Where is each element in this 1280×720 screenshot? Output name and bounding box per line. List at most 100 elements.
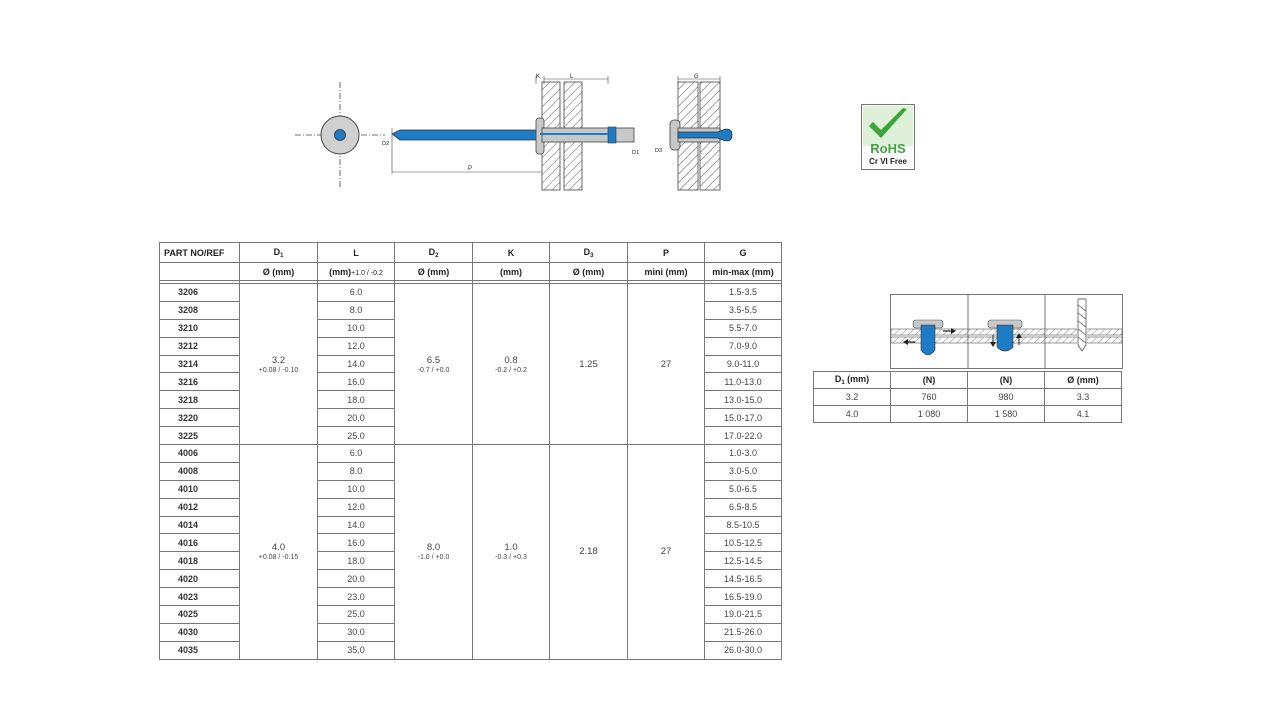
unit-d2: Ø (mm) xyxy=(394,262,473,281)
length-cell: 14.0 xyxy=(317,354,395,374)
grip-range-cell: 6.5-8.5 xyxy=(704,497,782,517)
shear-test-icon xyxy=(890,319,969,356)
table-row: 4012 12.0 6.5-8.5 xyxy=(159,497,782,517)
part-number-cell: 4008 xyxy=(159,461,240,481)
part-number-cell: 3210 xyxy=(159,318,240,338)
grip-range-cell: 3.0-5.0 xyxy=(704,461,782,481)
spacer-row xyxy=(159,280,782,284)
length-cell: 16.0 xyxy=(317,533,395,553)
part-number-cell: 4014 xyxy=(159,515,240,535)
part-number-cell: 4035 xyxy=(159,640,240,660)
unit-k: (mm) xyxy=(472,262,550,281)
force-table-cell: 1 580 xyxy=(967,405,1045,423)
d3-cell: 1.25 xyxy=(549,282,628,446)
grip-range-cell: 16.5-19.0 xyxy=(704,587,782,607)
spec-table: PART NO/REF D1 L D2 K D3 P G Ø (mm) (mm)… xyxy=(159,242,782,660)
part-number-cell: 3206 xyxy=(159,283,240,302)
d1-value: 4.0 xyxy=(271,542,286,554)
grip-range-cell: 21.5-26.0 xyxy=(704,622,782,642)
grip-range-cell: 13.0-15.0 xyxy=(704,390,782,410)
d1-tolerance: +0.08 / -0.10 xyxy=(258,366,299,374)
force-table-cell: 4.0 xyxy=(813,405,891,423)
table-row: 4030 30.0 21.5-26.0 xyxy=(159,622,782,642)
grip-range-cell: 5.0-6.5 xyxy=(704,479,782,499)
k-tolerance: -0.2 / +0.2 xyxy=(495,366,527,374)
force-table-cell: 4.1 xyxy=(1044,405,1122,423)
length-cell: 14.0 xyxy=(317,515,395,535)
dim-g-label: G xyxy=(694,74,699,80)
part-number-cell: 3212 xyxy=(159,336,240,356)
d1-cell: 4.0+0.08 / -0.15 xyxy=(239,444,318,660)
dim-d2-left-label: D2 xyxy=(382,141,389,147)
grip-range-cell: 12.5-14.5 xyxy=(704,551,782,571)
drill-hole-icon xyxy=(1044,298,1123,352)
header-g: G xyxy=(704,242,782,263)
force-header-drill: Ø (mm) xyxy=(1044,371,1122,389)
part-number-cell: 4023 xyxy=(159,587,240,607)
rivet-in-plate: K L D1 xyxy=(535,74,639,191)
d1-cell: 3.2+0.08 / -0.10 xyxy=(239,282,318,446)
force-table-cell: 3.2 xyxy=(813,388,891,406)
force-table-cell: 1 080 xyxy=(890,405,968,423)
length-cell: 12.0 xyxy=(317,497,395,517)
k-value: 0.8 xyxy=(504,354,518,366)
grip-range-cell: 15.0-17.0 xyxy=(704,408,782,428)
force-header-shear: (N) xyxy=(890,371,968,389)
grip-range-cell: 1.5-3.5 xyxy=(704,283,782,302)
header-k: K xyxy=(472,242,550,263)
d3-cell: 2.18 xyxy=(549,444,628,660)
length-cell: 23.0 xyxy=(317,587,395,607)
length-cell: 25.0 xyxy=(317,605,395,624)
header-d1: D1 xyxy=(239,242,318,263)
d2-cell: 8.0-1.0 / +0.0 xyxy=(394,444,473,660)
length-cell: 18.0 xyxy=(317,390,395,410)
rohs-badge: RoHS Cr VI Free xyxy=(861,104,915,170)
force-table-cell: 980 xyxy=(967,388,1045,406)
grip-range-cell: 9.0-11.0 xyxy=(704,354,782,374)
grip-range-cell: 19.0-21.5 xyxy=(704,605,782,624)
end-view xyxy=(295,82,385,188)
part-number-cell: 4018 xyxy=(159,551,240,571)
tensile-test-icon xyxy=(967,319,1046,352)
part-number-cell: 4010 xyxy=(159,479,240,499)
dim-k-label: K xyxy=(536,74,540,80)
length-cell: 30.0 xyxy=(317,622,395,642)
part-number-cell: 4020 xyxy=(159,569,240,589)
length-cell: 10.0 xyxy=(317,318,395,338)
force-table-cell: 3.3 xyxy=(1044,388,1122,406)
d2-tolerance: -1.0 / +0.0 xyxy=(417,554,450,562)
part-number-cell: 4030 xyxy=(159,622,240,642)
unit-p: mini (mm) xyxy=(627,262,705,281)
d2-cell: 6.5-0.7 / +0.0 xyxy=(394,282,473,446)
grip-range-cell: 5.5-7.0 xyxy=(704,318,782,338)
length-cell: 16.0 xyxy=(317,372,395,392)
unit-part-no xyxy=(159,262,240,281)
header-d2: D2 xyxy=(394,242,473,263)
part-number-cell: 3220 xyxy=(159,408,240,428)
header-l: L xyxy=(317,242,395,263)
dim-p-label: P xyxy=(468,166,472,172)
dim-d3-label: D3 xyxy=(655,148,662,154)
length-cell: 10.0 xyxy=(317,479,395,499)
grip-range-cell: 10.5-12.5 xyxy=(704,533,782,553)
part-number-cell: 3208 xyxy=(159,300,240,320)
part-number-cell: 4012 xyxy=(159,497,240,517)
p-cell: 27 xyxy=(627,282,705,446)
length-cell: 35.0 xyxy=(317,640,395,660)
length-cell: 20.0 xyxy=(317,408,395,428)
grip-range-cell: 14.5-16.5 xyxy=(704,569,782,589)
table-row: 3220 20.0 15.0-17.0 xyxy=(159,408,782,428)
p-cell: 27 xyxy=(627,444,705,660)
unit-g: min-max (mm) xyxy=(704,262,782,281)
set-rivet-view: G D3 xyxy=(655,74,733,191)
k-value: 1.0 xyxy=(504,542,518,554)
rivet-technical-drawing: P D2 K L D1 G D3 xyxy=(295,74,733,191)
force-table-cell: 760 xyxy=(890,388,968,406)
table-row: 4010 10.0 5.0-6.5 xyxy=(159,479,782,499)
length-cell: 12.0 xyxy=(317,336,395,356)
length-cell: 6.0 xyxy=(317,444,395,463)
grip-range-cell: 17.0-22.0 xyxy=(704,426,782,446)
